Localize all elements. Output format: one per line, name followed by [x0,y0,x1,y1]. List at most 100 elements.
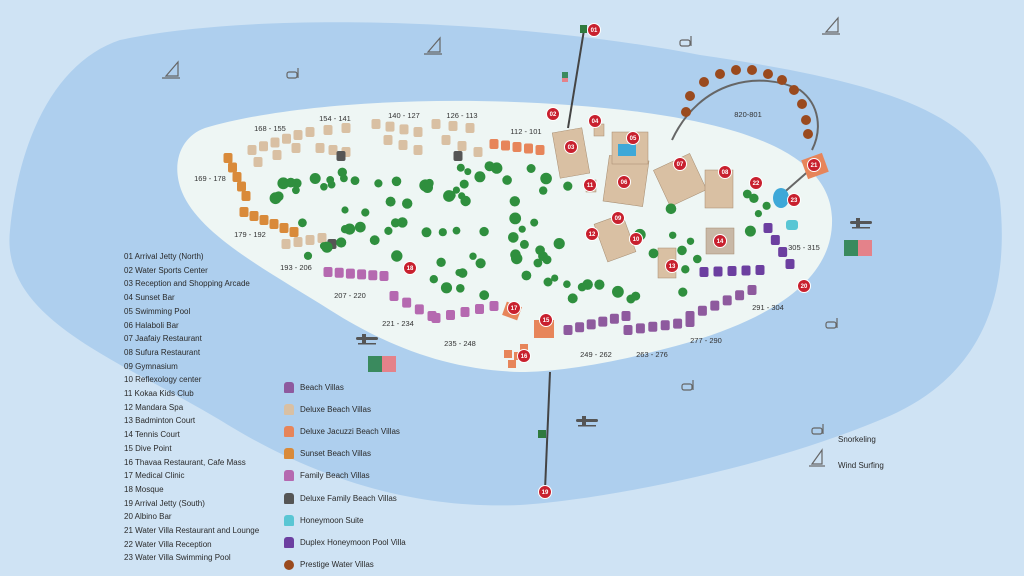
villa[interactable] [385,121,395,132]
villa[interactable] [402,297,412,308]
villa[interactable] [699,267,709,277]
prestige-villa[interactable] [803,129,813,139]
facility-pin[interactable]: 03 [564,140,578,154]
prestige-villa[interactable] [681,107,691,117]
villa[interactable] [501,140,510,151]
villa[interactable] [778,247,788,257]
facility-pin[interactable]: 07 [673,157,687,171]
villa[interactable] [328,145,338,155]
villa[interactable] [368,270,378,281]
facility-pin[interactable]: 19 [538,485,552,499]
villa[interactable] [223,153,233,163]
villa[interactable] [598,316,608,327]
facility-pin[interactable]: 09 [611,211,625,225]
facility-pin[interactable]: 16 [517,349,531,363]
villa[interactable] [293,130,303,140]
villa[interactable] [722,295,732,306]
villa[interactable] [489,301,499,311]
prestige-villa[interactable] [777,75,787,85]
villa[interactable] [336,151,346,161]
villa[interactable] [563,325,573,335]
villa[interactable] [323,125,333,135]
villa[interactable] [448,121,458,131]
honeymoon-suite[interactable] [786,220,798,230]
villa[interactable] [648,321,658,332]
villa[interactable] [341,123,351,133]
villa[interactable] [575,322,585,333]
villa[interactable] [741,265,751,276]
villa[interactable] [457,141,467,151]
villa[interactable] [660,320,670,331]
villa[interactable] [735,290,745,301]
villa[interactable] [272,150,282,160]
villa[interactable] [232,172,242,182]
prestige-villa[interactable] [747,65,757,75]
villa[interactable] [621,311,631,321]
villa[interactable] [291,143,301,153]
villa[interactable] [269,219,279,229]
prestige-villa[interactable] [715,69,725,79]
facility-pin[interactable]: 04 [588,114,602,128]
villa[interactable] [305,127,315,137]
villa[interactable] [259,215,269,225]
villa[interactable] [535,145,545,155]
villa[interactable] [475,304,484,314]
villa[interactable] [460,307,470,317]
villa[interactable] [317,233,327,243]
villa[interactable] [228,162,237,173]
villa[interactable] [446,310,455,320]
villa[interactable] [241,191,251,201]
villa[interactable] [281,239,291,249]
facility-pin[interactable]: 10 [629,232,643,246]
facility-pin[interactable]: 12 [585,227,599,241]
water-villa-pool[interactable] [773,188,789,208]
villa[interactable] [259,141,268,152]
villa[interactable] [289,227,299,237]
villa[interactable] [609,313,619,324]
facility-pin[interactable]: 17 [507,301,521,315]
villa[interactable] [465,123,475,133]
villa[interactable] [763,223,773,233]
villa[interactable] [713,266,723,277]
prestige-villa[interactable] [731,65,741,75]
facility-pin[interactable]: 01 [587,23,601,37]
facility-pin[interactable]: 22 [749,176,763,190]
prestige-villa[interactable] [789,85,799,95]
facility-pin[interactable]: 05 [626,131,640,145]
villa[interactable] [635,323,645,334]
villa[interactable] [785,259,795,269]
villa[interactable] [710,300,720,311]
prestige-villa[interactable] [699,77,709,87]
prestige-water-villas[interactable] [681,65,813,139]
villa[interactable] [249,211,259,221]
villa[interactable] [399,124,409,135]
villa[interactable] [685,311,695,321]
villa[interactable] [389,291,399,301]
prestige-villa[interactable] [797,99,807,109]
facility-pin[interactable]: 08 [718,165,732,179]
villa[interactable] [237,181,246,192]
villa[interactable] [305,235,315,245]
villa[interactable] [441,135,451,145]
facility-pin[interactable]: 20 [797,279,811,293]
villa[interactable] [453,151,463,161]
facility-pin[interactable]: 14 [713,234,727,248]
facility-pin[interactable]: 13 [665,259,679,273]
villa[interactable] [279,223,289,233]
villa[interactable] [755,265,765,275]
villa[interactable] [293,237,303,247]
villa[interactable] [413,127,423,137]
villa[interactable] [489,139,499,149]
south-jetty[interactable] [544,371,551,491]
villa[interactable] [383,135,393,145]
villa[interactable] [524,143,533,154]
villa[interactable] [414,304,424,315]
villa[interactable] [473,147,483,157]
facility-pin[interactable]: 06 [617,175,631,189]
facility-pin[interactable]: 23 [787,193,801,207]
prestige-villa[interactable] [763,69,773,79]
villa[interactable] [323,267,333,277]
swimming-pool[interactable] [618,144,636,156]
facility-pin[interactable]: 21 [807,158,821,172]
villa[interactable] [239,207,249,217]
